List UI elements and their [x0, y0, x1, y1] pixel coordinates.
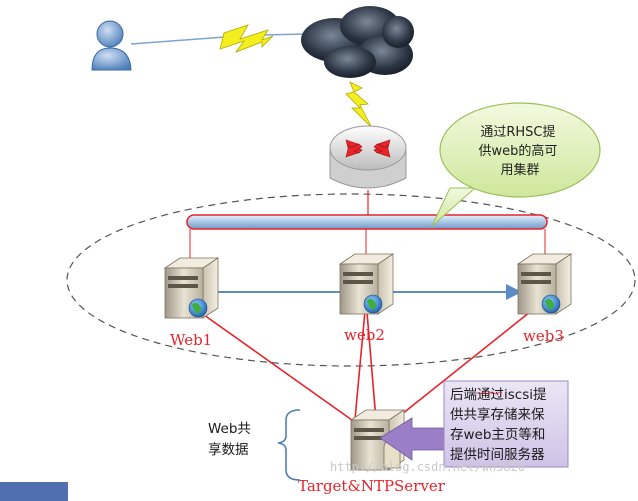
user-icon	[91, 20, 132, 71]
storage-callout-text: 后端通过iscsi提 供共享存储来保 存web主页等和 提供时间服务器	[450, 387, 551, 463]
cloud-icon	[301, 6, 414, 78]
storage-callout-line-2: 供共享存储来保	[450, 406, 545, 423]
storage-callout-line-4: 提供时间服务器	[450, 447, 545, 463]
cluster-callout-line-2: 供web的高可	[478, 143, 557, 159]
brace-icon	[277, 409, 301, 481]
server-icon-web1	[163, 257, 220, 319]
cluster-callout: 通过RHSC提 供web的高可 用集群	[431, 102, 601, 227]
router-icon	[329, 125, 407, 189]
storage-callout: 后端通过iscsi提 供共享存储来保 存web主页等和 提供时间服务器	[379, 380, 569, 468]
cluster-boundary	[66, 193, 636, 367]
storage-link-web2b	[353, 299, 367, 431]
storage-callout-line-3: 存web主页等和	[450, 426, 545, 443]
lightning-icon	[219, 24, 274, 53]
shared-data-label: Web共 享数据	[208, 421, 255, 458]
storage-callout-line-1: 后端通过iscsi提	[450, 387, 547, 403]
storage-server-label: Target&NTPServer	[298, 477, 446, 495]
shared-data-line-2: 享数据	[208, 441, 249, 458]
cluster-callout-text: 通过RHSC提 供web的高可 用集群	[478, 124, 561, 178]
watermark: http://blog.csdn.net/wh5820	[330, 460, 525, 474]
server-icon-web3	[516, 253, 573, 315]
storage-link-web1	[189, 304, 367, 431]
user-link	[130, 36, 226, 45]
cluster-callout-line-1: 通过RHSC提	[480, 124, 555, 140]
server-label-web1: Web1	[170, 331, 212, 349]
server-label-web3: web3	[523, 327, 564, 345]
cluster-callout-line-3: 用集群	[500, 162, 539, 178]
server-icon-web2	[338, 253, 395, 315]
corner-bar	[0, 482, 68, 501]
server-label-web2: web2	[344, 326, 385, 344]
storage-link-web2	[365, 299, 377, 421]
spellcheck-underline	[477, 391, 503, 395]
user-link-2	[261, 33, 307, 36]
shared-data-line-1: Web共	[208, 421, 251, 437]
storage-link-web3	[381, 299, 546, 431]
network-bus	[186, 214, 548, 230]
lightning-icon-2	[345, 81, 373, 129]
